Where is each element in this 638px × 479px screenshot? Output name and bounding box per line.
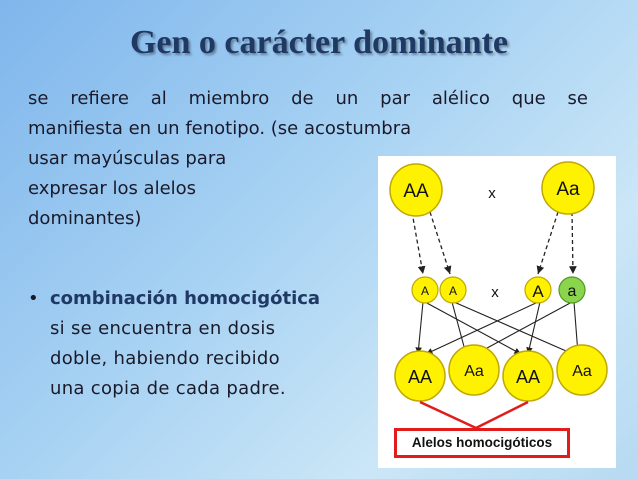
offspring-circle <box>556 344 608 396</box>
parent-left-circle <box>389 163 443 217</box>
offspring-circle <box>394 350 446 402</box>
gamete-circle <box>558 276 586 304</box>
bullet-line: una copia de cada padre. <box>50 378 286 399</box>
gamete-circle <box>524 276 552 304</box>
definition-line: dominantes) <box>28 208 142 229</box>
parent-right-circle <box>541 161 595 215</box>
homozygous-bracket <box>419 400 529 430</box>
cross-diagram-svg: AA x Aa A A x A a AA Aa AA Aa <box>389 161 608 430</box>
parent-right: Aa <box>541 161 595 215</box>
gamete-label: A <box>421 284 429 298</box>
gamete-circle <box>439 276 467 304</box>
parent-left-label: AA <box>403 181 429 202</box>
offspring-label: Aa <box>572 363 592 380</box>
gamete-circle <box>411 276 439 304</box>
genetic-cross-diagram: AA x Aa A A x A a AA Aa AA Aa <box>378 156 616 468</box>
bullet-marker: • <box>28 288 39 309</box>
parent-cross-symbol: x <box>488 185 496 202</box>
offspring-label: Aa <box>464 363 484 380</box>
offspring-arrows <box>415 301 581 355</box>
gamete-cross-symbol: x <box>491 284 499 301</box>
definition-line: manifiesta en un fenotipo. (se acostumbr… <box>28 118 412 139</box>
homozygous-caption: Alelos homocigóticos <box>394 428 570 458</box>
bullet-line: si se encuentra en dosis <box>50 318 276 339</box>
definition-line: usar mayúsculas para <box>28 148 227 169</box>
bullet-item: • combinación homocigótica si se encuentr… <box>28 284 368 404</box>
definition-line: expresar los alelos <box>28 178 197 199</box>
definition-line: se refiere al miembro de un par alélico … <box>28 88 588 109</box>
offspring-label: AA <box>408 367 432 387</box>
gamete-label: A <box>449 284 457 298</box>
bullet-line: doble, habiendo recibido <box>50 348 280 369</box>
definition-paragraph: se refiere al miembro de un par alélico … <box>28 84 588 234</box>
offspring-circle <box>502 350 554 402</box>
gamete-arrows <box>411 211 577 275</box>
offspring-circle <box>448 344 500 396</box>
gamete-label: a <box>568 283 577 300</box>
gamete-label: A <box>532 282 544 301</box>
bullet-head: • combinación homocigótica <box>28 284 368 314</box>
bullet-keyword: combinación homocigótica <box>50 288 321 309</box>
parent-left: AA <box>389 163 443 217</box>
slide-title: Gen o carácter dominante <box>129 24 509 61</box>
offspring-label: AA <box>516 367 540 387</box>
parent-right-label: Aa <box>556 179 580 200</box>
